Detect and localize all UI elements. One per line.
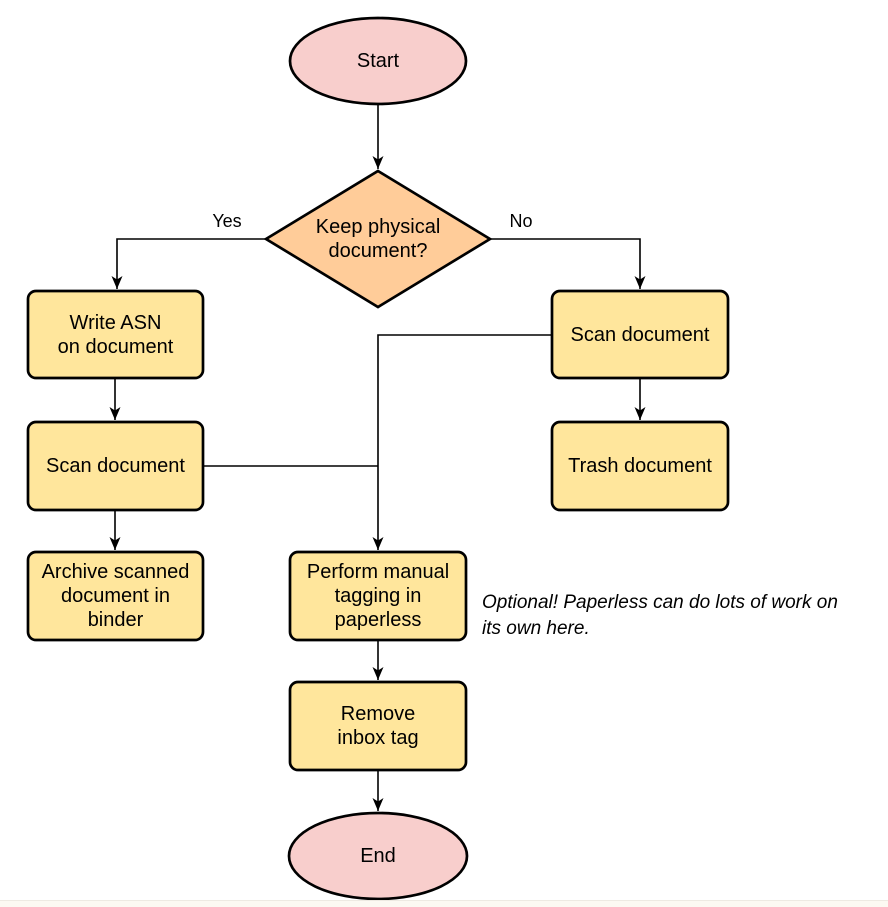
- process-remove-inbox-node: [288, 680, 468, 772]
- edge-decision-write-asn: [111, 238, 266, 289]
- optional-annotation: Optional! Paperless can do lots of work …: [482, 592, 838, 639]
- process-scan-left-node: [26, 420, 205, 512]
- end-node: [287, 811, 469, 901]
- no-edge-label: No: [509, 211, 533, 231]
- process-write-asn-node: [26, 289, 205, 380]
- edge-decision-scan-right: [490, 238, 646, 289]
- process-archive-node: [26, 550, 205, 642]
- edge-scan-right-tagging: [372, 334, 552, 550]
- process-trash-node: [550, 420, 730, 512]
- yes-edge-label: Yes: [212, 211, 242, 231]
- decision-node: [263, 169, 493, 309]
- process-scan-right-node: [550, 289, 730, 380]
- page-edge-strip: [0, 900, 888, 907]
- process-tagging-node: [288, 550, 468, 642]
- start-node: [288, 16, 468, 106]
